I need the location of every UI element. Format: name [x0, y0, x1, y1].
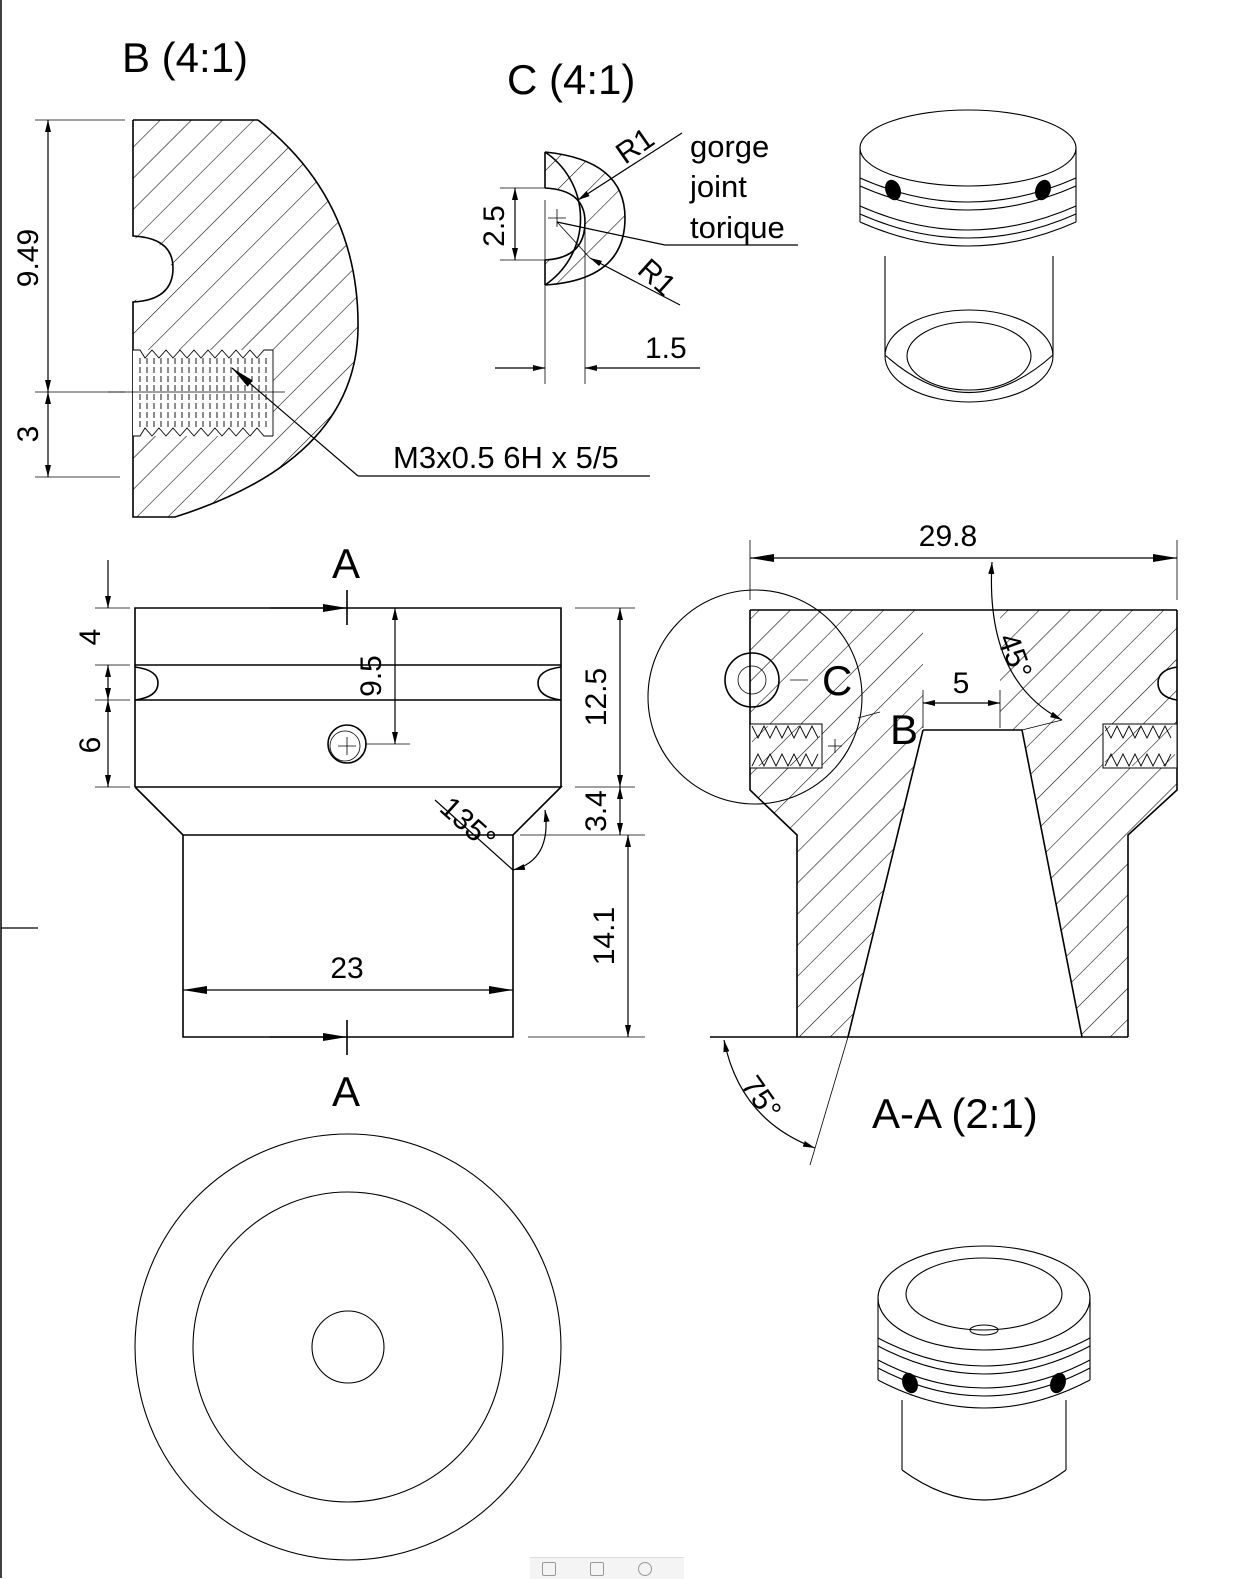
detail-b-title: B (4:1)	[122, 34, 248, 81]
front-view: A A 4 6 9.5 12.5 3.4 14.1 23	[74, 540, 645, 1115]
top-view	[134, 1133, 562, 1561]
fit-page-icon[interactable]	[590, 1562, 604, 1576]
detail-c-dim-groove: 2.5	[478, 205, 511, 247]
isometric-view-top	[859, 109, 1077, 403]
front-dim-chamfer-angle: 135°	[433, 791, 501, 857]
viewer-toolbar	[530, 1557, 684, 1579]
front-dim-mid-band: 6	[74, 737, 107, 754]
front-dim-chamfer-height: 3.4	[580, 790, 613, 832]
section-dim-cone-angle: 75°	[734, 1070, 787, 1126]
section-aa-title: A-A (2:1)	[872, 1090, 1038, 1137]
section-mark-top: A	[332, 540, 360, 587]
detail-c-note-line2: joint	[689, 169, 747, 204]
front-dim-upper-height: 12.5	[580, 668, 613, 726]
detail-c-note-line3: torique	[690, 210, 785, 245]
detail-c-view: C (4:1) 2.5 1.5 R1 R1 gorge joint toriqu…	[478, 56, 798, 384]
detail-b-thread	[133, 349, 274, 437]
detail-b-dim-lower: 3	[12, 426, 45, 443]
section-thread-left	[749, 723, 823, 769]
detail-b-view: B (4:1) 9.49 3 M3x0.5 6H x 5/5	[12, 34, 650, 518]
detail-c-radius-outer: R1	[610, 122, 660, 171]
front-dim-neck-width: 23	[330, 952, 363, 985]
section-aa-view: C B 29.8 5 45° 75° A-A (2:1)	[647, 520, 1178, 1166]
front-dim-top-band: 4	[74, 629, 107, 646]
detail-c-note-line1: gorge	[690, 129, 769, 164]
section-dim-bore-top: 5	[953, 667, 970, 700]
section-thread-right	[1102, 723, 1178, 769]
zoom-icon[interactable]	[638, 1562, 652, 1576]
section-dim-width: 29.8	[919, 520, 977, 553]
hand-tool-icon[interactable]	[542, 1562, 556, 1576]
front-dim-hole-height: 9.5	[355, 655, 388, 697]
section-label-c: C	[822, 657, 852, 704]
section-mark-bottom: A	[332, 1068, 360, 1115]
detail-c-dim-width: 1.5	[645, 332, 687, 365]
detail-b-thread-note: M3x0.5 6H x 5/5	[393, 440, 619, 475]
isometric-view-bottom	[877, 1245, 1091, 1501]
detail-b-dim-height: 9.49	[12, 229, 45, 287]
front-dim-neck-height: 14.1	[588, 907, 621, 965]
section-label-b: B	[890, 706, 918, 753]
detail-c-radius-inner: R1	[631, 253, 682, 303]
detail-c-title: C (4:1)	[507, 56, 635, 103]
